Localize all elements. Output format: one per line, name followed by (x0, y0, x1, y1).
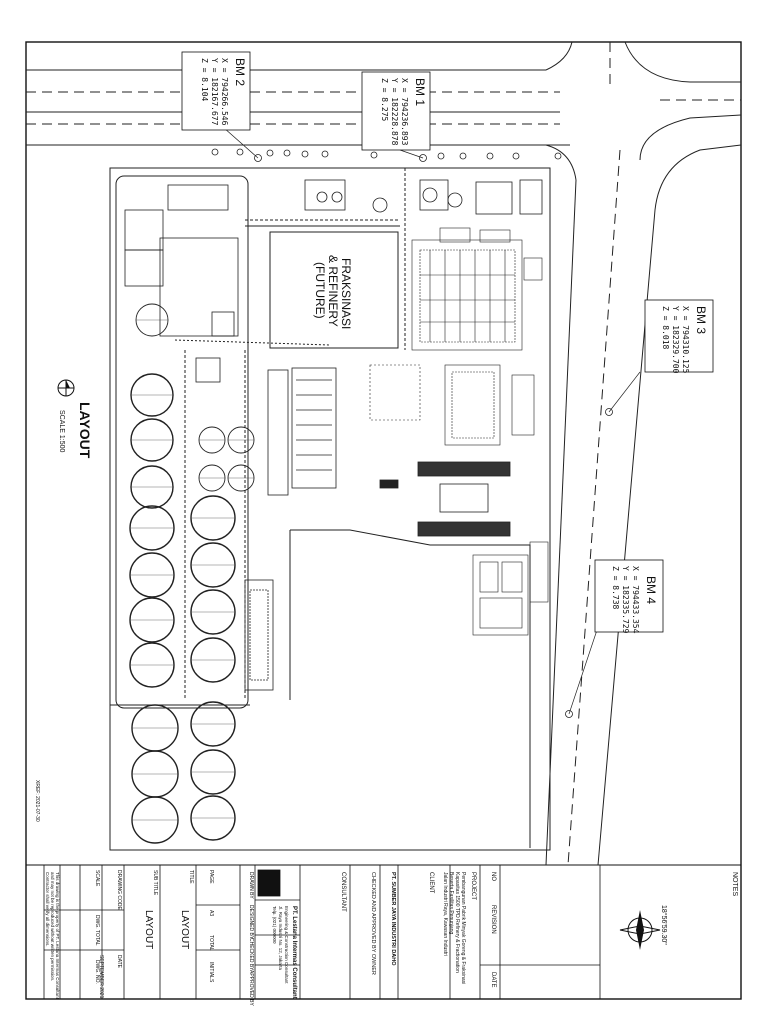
fraksinasi-building (269, 231, 399, 349)
page-label: PAGE (208, 870, 214, 884)
client-label: CLIENT (428, 872, 434, 894)
bm2-x: X = 794266.546 (220, 58, 229, 126)
svg-text:& REFINERY: & REFINERY (326, 255, 340, 327)
bm4-x: X = 794433.354 (631, 566, 640, 634)
svg-text:Jalan Industri Raya, Kawasan I: Jalan Industri Raya, Kawasan Industri (442, 872, 448, 956)
rev-no-header: NO (490, 872, 496, 881)
bm4-box: BM 4 X = 794433.354 Y = 182335.729 Z = 8… (594, 559, 664, 634)
title-value: LAYOUT (179, 910, 190, 949)
consultant-name: PT. Lestana Intermas Consultant (291, 906, 297, 999)
bm1-y: Y = 182228.878 (390, 78, 399, 146)
drawing-code-label: DRAWING CODE (116, 870, 122, 910)
bm4-z: Z = 8.738 (611, 566, 620, 610)
svg-text:(FUTURE): (FUTURE) (313, 262, 327, 319)
bm2-z: Z = 8.104 (200, 58, 209, 102)
client-name: PT. SUMBER JAYA INDUSTRI DAHO (390, 872, 396, 966)
rev-date-header: DATE (490, 972, 496, 988)
svg-text:Contractor shall verify all di: Contractor shall verify all dimensions. (45, 872, 50, 947)
bm2-label: BM 2 (233, 58, 247, 86)
bm3-box: BM 3 X = 794310.125 Y = 182329.700 Z = 8… (644, 299, 714, 374)
bm4-y: Y = 182335.729 (621, 566, 630, 634)
svg-text:TOTAL: TOTAL (208, 935, 214, 951)
bm1-z: Z = 8.275 (380, 78, 389, 122)
utility-area (124, 179, 543, 383)
svg-text:Jl. Raya Industri No. 12, Jaka: Jl. Raya Industri No. 12, Jakarta (278, 906, 283, 971)
bm1-label: BM 1 (413, 78, 427, 106)
street-lamps (211, 148, 613, 718)
svg-text:INITIALS: INITIALS (208, 962, 214, 983)
date-value: SEPTEMBER 2021 (98, 955, 104, 999)
svg-text:and may not be reproduced with: and may not be reproduced without writte… (50, 872, 55, 981)
bm3-z: Z = 8.018 (661, 306, 670, 350)
bm2-y: Y = 182167.677 (210, 58, 219, 126)
title-block-text: NOTES NO REVISION DATE PROJECT Pembangun… (34, 780, 738, 1007)
north-note: 18°56'59.30" (660, 905, 668, 945)
consultant-label: CONSULTANT (340, 872, 346, 912)
project-label: PROJECT (470, 872, 476, 900)
benchmark-leaders (214, 119, 641, 715)
bm4-label: BM 4 (644, 576, 658, 604)
svg-text:Beserta Fasilitas Penunjang: Beserta Fasilitas Penunjang (448, 872, 454, 934)
compass-rose-icon (619, 910, 661, 950)
notes-label: NOTES (731, 872, 738, 896)
scale-label: SCALE (94, 870, 100, 887)
svg-text:This drawing is the property o: This drawing is the property of PT. Lest… (55, 872, 60, 1000)
office-block (472, 541, 549, 636)
sheet-border (25, 41, 742, 1000)
site-boundary (109, 167, 551, 851)
svg-text:A3: A3 (208, 910, 214, 916)
tank-house (244, 579, 274, 691)
svg-text:APPROVED BY: APPROVED BY (248, 970, 254, 1007)
svg-text:Engineering & Construction Con: Engineering & Construction Consultant (284, 906, 289, 984)
checked-label: CHECKED AND APPROVED BY OWNER (370, 872, 376, 975)
layout-heading: LAYOUT (77, 402, 93, 459)
bm3-x: X = 794310.125 (681, 306, 690, 374)
weighbridge-area (379, 461, 511, 537)
svg-text:Telp. (021) 000000: Telp. (021) 000000 (272, 906, 277, 944)
svg-text:DESIGNED BY: DESIGNED BY (248, 905, 254, 940)
svg-text:Pembangunan Pabrik Minyak Gore: Pembangunan Pabrik Minyak Goreng & Fraks… (460, 872, 466, 984)
process-plant (369, 227, 543, 446)
svg-text:CHECKED BY: CHECKED BY (248, 938, 254, 971)
layout-title: LAYOUT SCALE 1:500 (57, 379, 93, 459)
subtitle-value: LAYOUT (143, 910, 154, 949)
bm3-y: Y = 182329.700 (671, 306, 680, 374)
road-network (26, 41, 742, 866)
layout-scale: SCALE 1:500 (58, 410, 65, 453)
tank-farm (267, 367, 337, 496)
subtitle-label: SUB TITLE (152, 870, 158, 896)
svg-text:DRAWN BY: DRAWN BY (248, 872, 254, 899)
svg-text:Kapasitas 1500 TPD Refinery &: Kapasitas 1500 TPD Refinery & Fractionat… (454, 872, 460, 973)
svg-text:DWG. TOTAL: DWG. TOTAL (94, 915, 100, 946)
svg-text:DWG. NO.: DWG. NO. (94, 960, 100, 984)
bm1-x: X = 794236.893 (400, 78, 409, 146)
storage-tanks (129, 303, 255, 844)
bm1-box: BM 1 X = 794236.893 Y = 182228.878 Z = 8… (361, 71, 431, 151)
xref-stamp: XREF: 2021-07-30 (34, 780, 40, 822)
bm2-box: BM 2 X = 794266.546 Y = 182167.677 Z = 8… (181, 51, 251, 131)
svg-text:FRAKSINASI: FRAKSINASI (339, 258, 353, 329)
bm3-label: BM 3 (694, 306, 708, 334)
title-block (43, 865, 601, 999)
date-label: DATE (116, 955, 122, 969)
fraksinasi-label: FRAKSINASI & REFINERY (FUTURE) (313, 255, 353, 329)
title-label: TITLE (188, 870, 194, 884)
rev-header: REVISION (490, 905, 496, 934)
